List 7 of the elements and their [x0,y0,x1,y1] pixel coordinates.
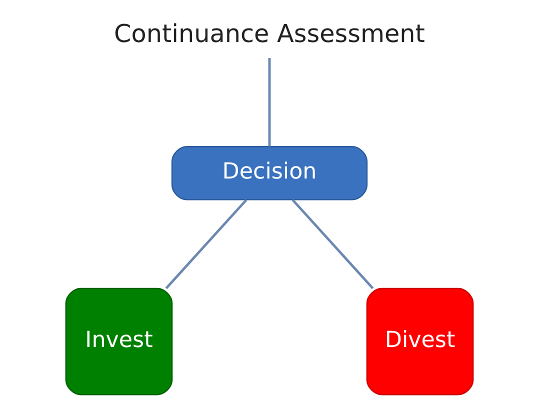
node-text: Continuance Assessment [114,18,424,48]
node-box: Invest [64,288,172,396]
connector [291,199,374,290]
node-box: Decision [170,146,368,200]
connector [268,58,270,146]
connector [164,199,247,290]
node-box: Divest [366,288,474,396]
